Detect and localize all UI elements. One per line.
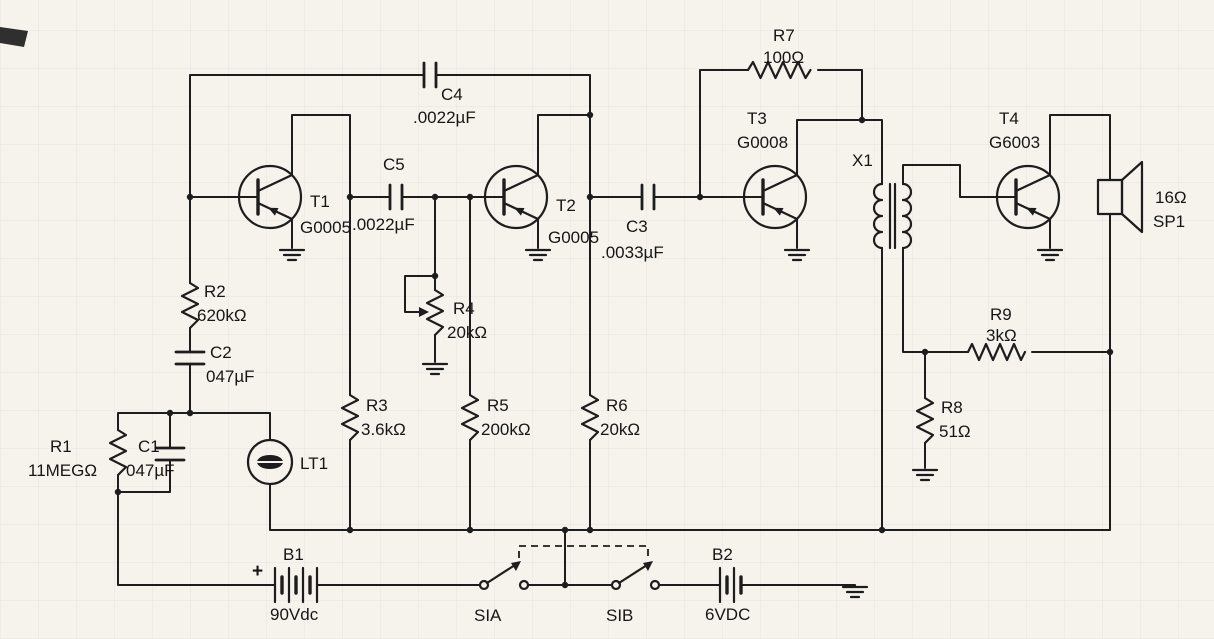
junction-dots — [114, 111, 1114, 589]
transistor-T2-part: G0005 — [548, 228, 599, 247]
resistor-R9-ref: R9 — [990, 305, 1012, 324]
scan-artifact-top-left — [0, 27, 28, 47]
photocell-LT1-ref: LT1 — [300, 454, 328, 473]
resistor-R8-ref: R8 — [941, 398, 963, 417]
resistor-R5: R5 200kΩ — [460, 393, 531, 442]
resistor-R2: R2 620kΩ — [180, 281, 247, 330]
circuit-wires — [117, 69, 1111, 588]
transformer-X1: X1 — [852, 151, 913, 250]
capacitor-C4-value: .0022µF — [413, 108, 476, 127]
switch-S1B-contact-right — [649, 579, 661, 591]
switch-S1B: SIB — [606, 561, 661, 625]
switch-S1B-lever — [617, 563, 649, 585]
resistor-R1: R1 11MEGΩ — [28, 428, 128, 480]
capacitor-C2-ref: C2 — [210, 343, 232, 362]
resistor-R9-value: 3kΩ — [986, 326, 1017, 345]
transistor-T3: T3 G0008 — [737, 109, 808, 230]
resistor-R7-ref: R7 — [773, 26, 795, 45]
capacitor-C4: C4 .0022µF — [413, 61, 476, 127]
potentiometer-wiper-arrow — [419, 307, 429, 317]
transistor-T3-part: G0008 — [737, 133, 788, 152]
switch-S1B-contact-left — [610, 579, 622, 591]
transformer-secondary-winding — [901, 182, 913, 250]
speaker-impedance: 16Ω — [1155, 188, 1187, 207]
resistor-R7: R7 100Ω — [746, 26, 812, 80]
speaker-SP1: 16Ω SP1 — [1096, 160, 1187, 234]
transistor-T4: T4 G6003 — [989, 109, 1061, 230]
ground-B2 — [841, 585, 869, 599]
capacitor-C2: C2 047µF — [174, 343, 255, 386]
ground-T3-emitter — [783, 248, 811, 262]
transistor-T2-ref: T2 — [556, 196, 576, 215]
capacitor-C1: C1 047µF — [126, 437, 186, 480]
resistor-R8: R8 51Ω — [915, 396, 971, 445]
resistor-R2-ref: R2 — [204, 282, 226, 301]
switch-S1A-contact-left — [478, 579, 490, 591]
resistor-R3-ref: R3 — [366, 396, 388, 415]
capacitor-C4-ref: C4 — [441, 85, 463, 104]
resistor-R9: R9 3kΩ — [966, 305, 1027, 362]
resistor-R5-value: 200kΩ — [481, 420, 531, 439]
capacitor-C3: C3 .0033µF — [601, 183, 664, 262]
battery-B1: + B1 90Vdc — [252, 545, 319, 624]
switch-S1A-lever — [485, 563, 517, 585]
transformer-primary-winding — [872, 182, 884, 250]
transformer-X1-ref: X1 — [852, 151, 873, 170]
capacitor-C2-value: 047µF — [206, 367, 255, 386]
ground-R8 — [911, 468, 939, 482]
resistor-R4-potentiometer: R4 20kΩ — [419, 288, 487, 342]
resistor-R1-value: 11MEGΩ — [28, 461, 97, 480]
transistor-T3-ref: T3 — [747, 109, 767, 128]
switch-S1A-ref: SIA — [474, 606, 502, 625]
battery-B1-ref: B1 — [283, 545, 304, 564]
resistor-R3: R3 3.6kΩ — [340, 393, 406, 442]
battery-B2: B2 6VDC — [705, 545, 750, 624]
speaker-SP1-ref: SP1 — [1153, 212, 1185, 231]
resistor-R8-value: 51Ω — [939, 422, 971, 441]
transistor-T1-ref: T1 — [310, 192, 330, 211]
speaker-driver-box — [1096, 178, 1124, 216]
resistor-R6-ref: R6 — [606, 396, 628, 415]
resistor-R5-ref: R5 — [487, 396, 509, 415]
resistor-R7-value: 100Ω — [763, 48, 804, 67]
switch-gang-linkage — [518, 545, 649, 558]
resistor-R4-value: 20kΩ — [447, 323, 487, 342]
photocell-LT1: LT1 — [246, 438, 328, 486]
speaker-cone — [1120, 160, 1144, 234]
transistor-T1-part: G0005 — [300, 218, 351, 237]
battery-B1-value: 90Vdc — [270, 605, 319, 624]
ground-T2-emitter — [524, 248, 552, 262]
transistor-T2: T2 G0005 — [483, 164, 599, 247]
transistor-T4-ref: T4 — [999, 109, 1019, 128]
transformer-core — [888, 182, 897, 250]
capacitor-C5-value: .0022µF — [352, 215, 415, 234]
capacitor-C5: C5 .0022µF — [352, 155, 415, 234]
capacitor-C1-value: 047µF — [126, 461, 175, 480]
capacitor-C3-ref: C3 — [626, 217, 648, 236]
resistor-R2-value: 620kΩ — [197, 306, 247, 325]
capacitor-C5-ref: C5 — [383, 155, 405, 174]
capacitor-C3-value: .0033µF — [601, 243, 664, 262]
resistor-R6: R6 20kΩ — [580, 393, 640, 442]
transistor-T1: T1 G0005 — [237, 164, 351, 237]
ground-T4-emitter — [1036, 248, 1064, 262]
switch-S1A-contact-right — [518, 579, 530, 591]
ground-T1-emitter — [278, 248, 306, 262]
resistor-R1-ref: R1 — [50, 437, 72, 456]
resistor-R4-ref: R4 — [453, 299, 475, 318]
battery-B2-value: 6VDC — [705, 605, 750, 624]
switch-S1A: SIA — [474, 561, 530, 625]
battery-B1-polarity: + — [252, 561, 263, 582]
transistor-T4-part: G6003 — [989, 133, 1040, 152]
switch-S1B-ref: SIB — [606, 606, 633, 625]
capacitor-C1-ref: C1 — [138, 437, 160, 456]
ground-R4 — [421, 362, 449, 376]
resistor-R6-value: 20kΩ — [600, 420, 640, 439]
battery-B2-ref: B2 — [712, 545, 733, 564]
resistor-R3-value: 3.6kΩ — [361, 420, 406, 439]
